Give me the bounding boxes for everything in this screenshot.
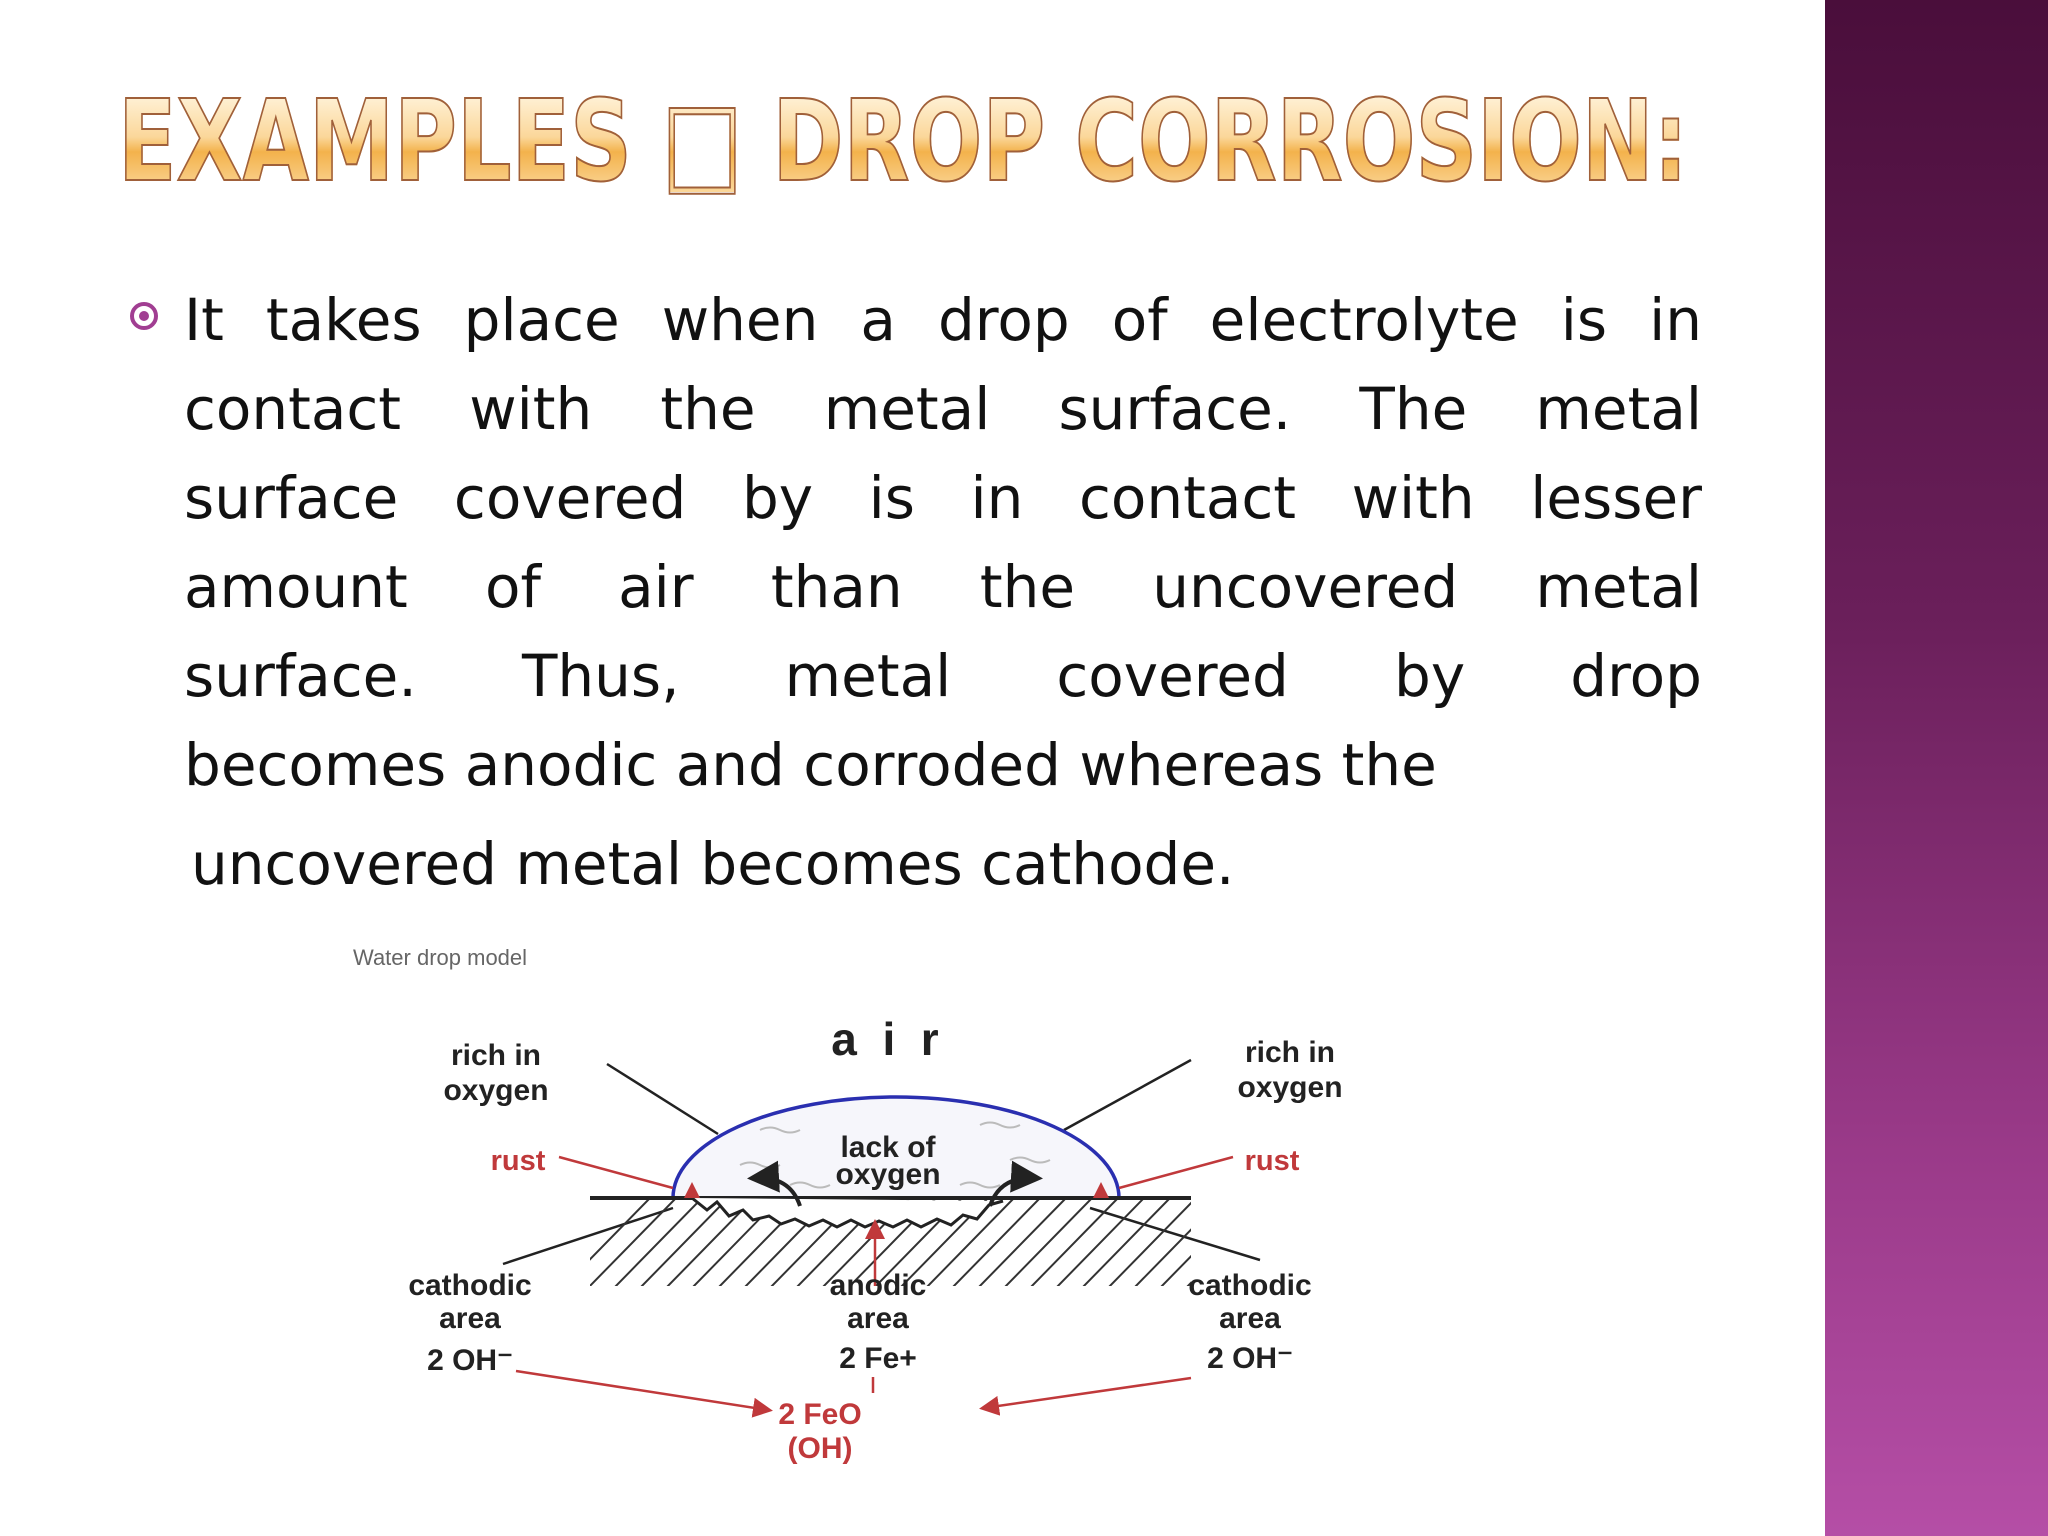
body-line: uncovered metal becomes cathode. — [191, 830, 1235, 898]
corroded-surface — [691, 1196, 1004, 1229]
slide-title: EXAMPLES □ DROP CORROSION: — [117, 77, 1688, 207]
cathodic-right-label: cathodic — [1188, 1269, 1311, 1302]
product-label: 2 FeO — [778, 1398, 861, 1431]
cathodic-right-label: area — [1219, 1302, 1281, 1335]
red-leader-lines — [515, 1155, 1234, 1418]
lack-oxygen-label: lack of — [840, 1131, 936, 1164]
body-line: becomes anodic and corroded whereas the — [184, 731, 1437, 799]
rich-oxygen-left: oxygen — [443, 1074, 548, 1107]
circle-bullet-icon — [130, 302, 158, 330]
cathodic-right-label: 2 OH⁻ — [1207, 1342, 1293, 1375]
anodic-label: anodic — [830, 1269, 927, 1302]
body-line: amount of air than the uncovered metal — [184, 553, 1702, 621]
cathodic-left-label: cathodic — [408, 1269, 531, 1302]
rust-label-left: rust — [491, 1145, 546, 1177]
body-line: surface. Thus, metal covered by drop — [184, 642, 1702, 710]
cathodic-left-label: 2 OH⁻ — [427, 1344, 513, 1377]
rich-oxygen-right: oxygen — [1237, 1071, 1342, 1104]
air-label: a i r — [831, 1013, 938, 1065]
rust-label-right: rust — [1245, 1145, 1300, 1177]
product-label: (OH) — [788, 1432, 853, 1465]
curved-arrow-left-icon — [747, 1160, 802, 1207]
cathodic-left-label: area — [439, 1302, 501, 1335]
water-drop — [671, 1095, 1121, 1199]
leader-lines — [502, 1058, 1261, 1266]
rich-oxygen-right: rich in — [1245, 1036, 1335, 1069]
decorative-sidebar — [1825, 0, 2048, 1536]
body-line: surface covered by is in contact with le… — [184, 464, 1702, 532]
rust-marker-right — [1093, 1182, 1109, 1198]
lack-oxygen-label: oxygen — [835, 1158, 940, 1191]
body-line: contact with the metal surface. The meta… — [184, 375, 1702, 443]
curved-arrow-right-icon — [988, 1160, 1043, 1207]
rich-oxygen-left: rich in — [451, 1039, 541, 1072]
diagram-caption: Water drop model — [353, 945, 527, 970]
anodic-label: 2 Fe+ — [839, 1342, 917, 1375]
rust-marker-left — [684, 1182, 700, 1198]
body-line: It takes place when a drop of electrolyt… — [184, 286, 1702, 354]
metal-hatching — [590, 1198, 1191, 1286]
anodic-label: area — [847, 1302, 909, 1335]
